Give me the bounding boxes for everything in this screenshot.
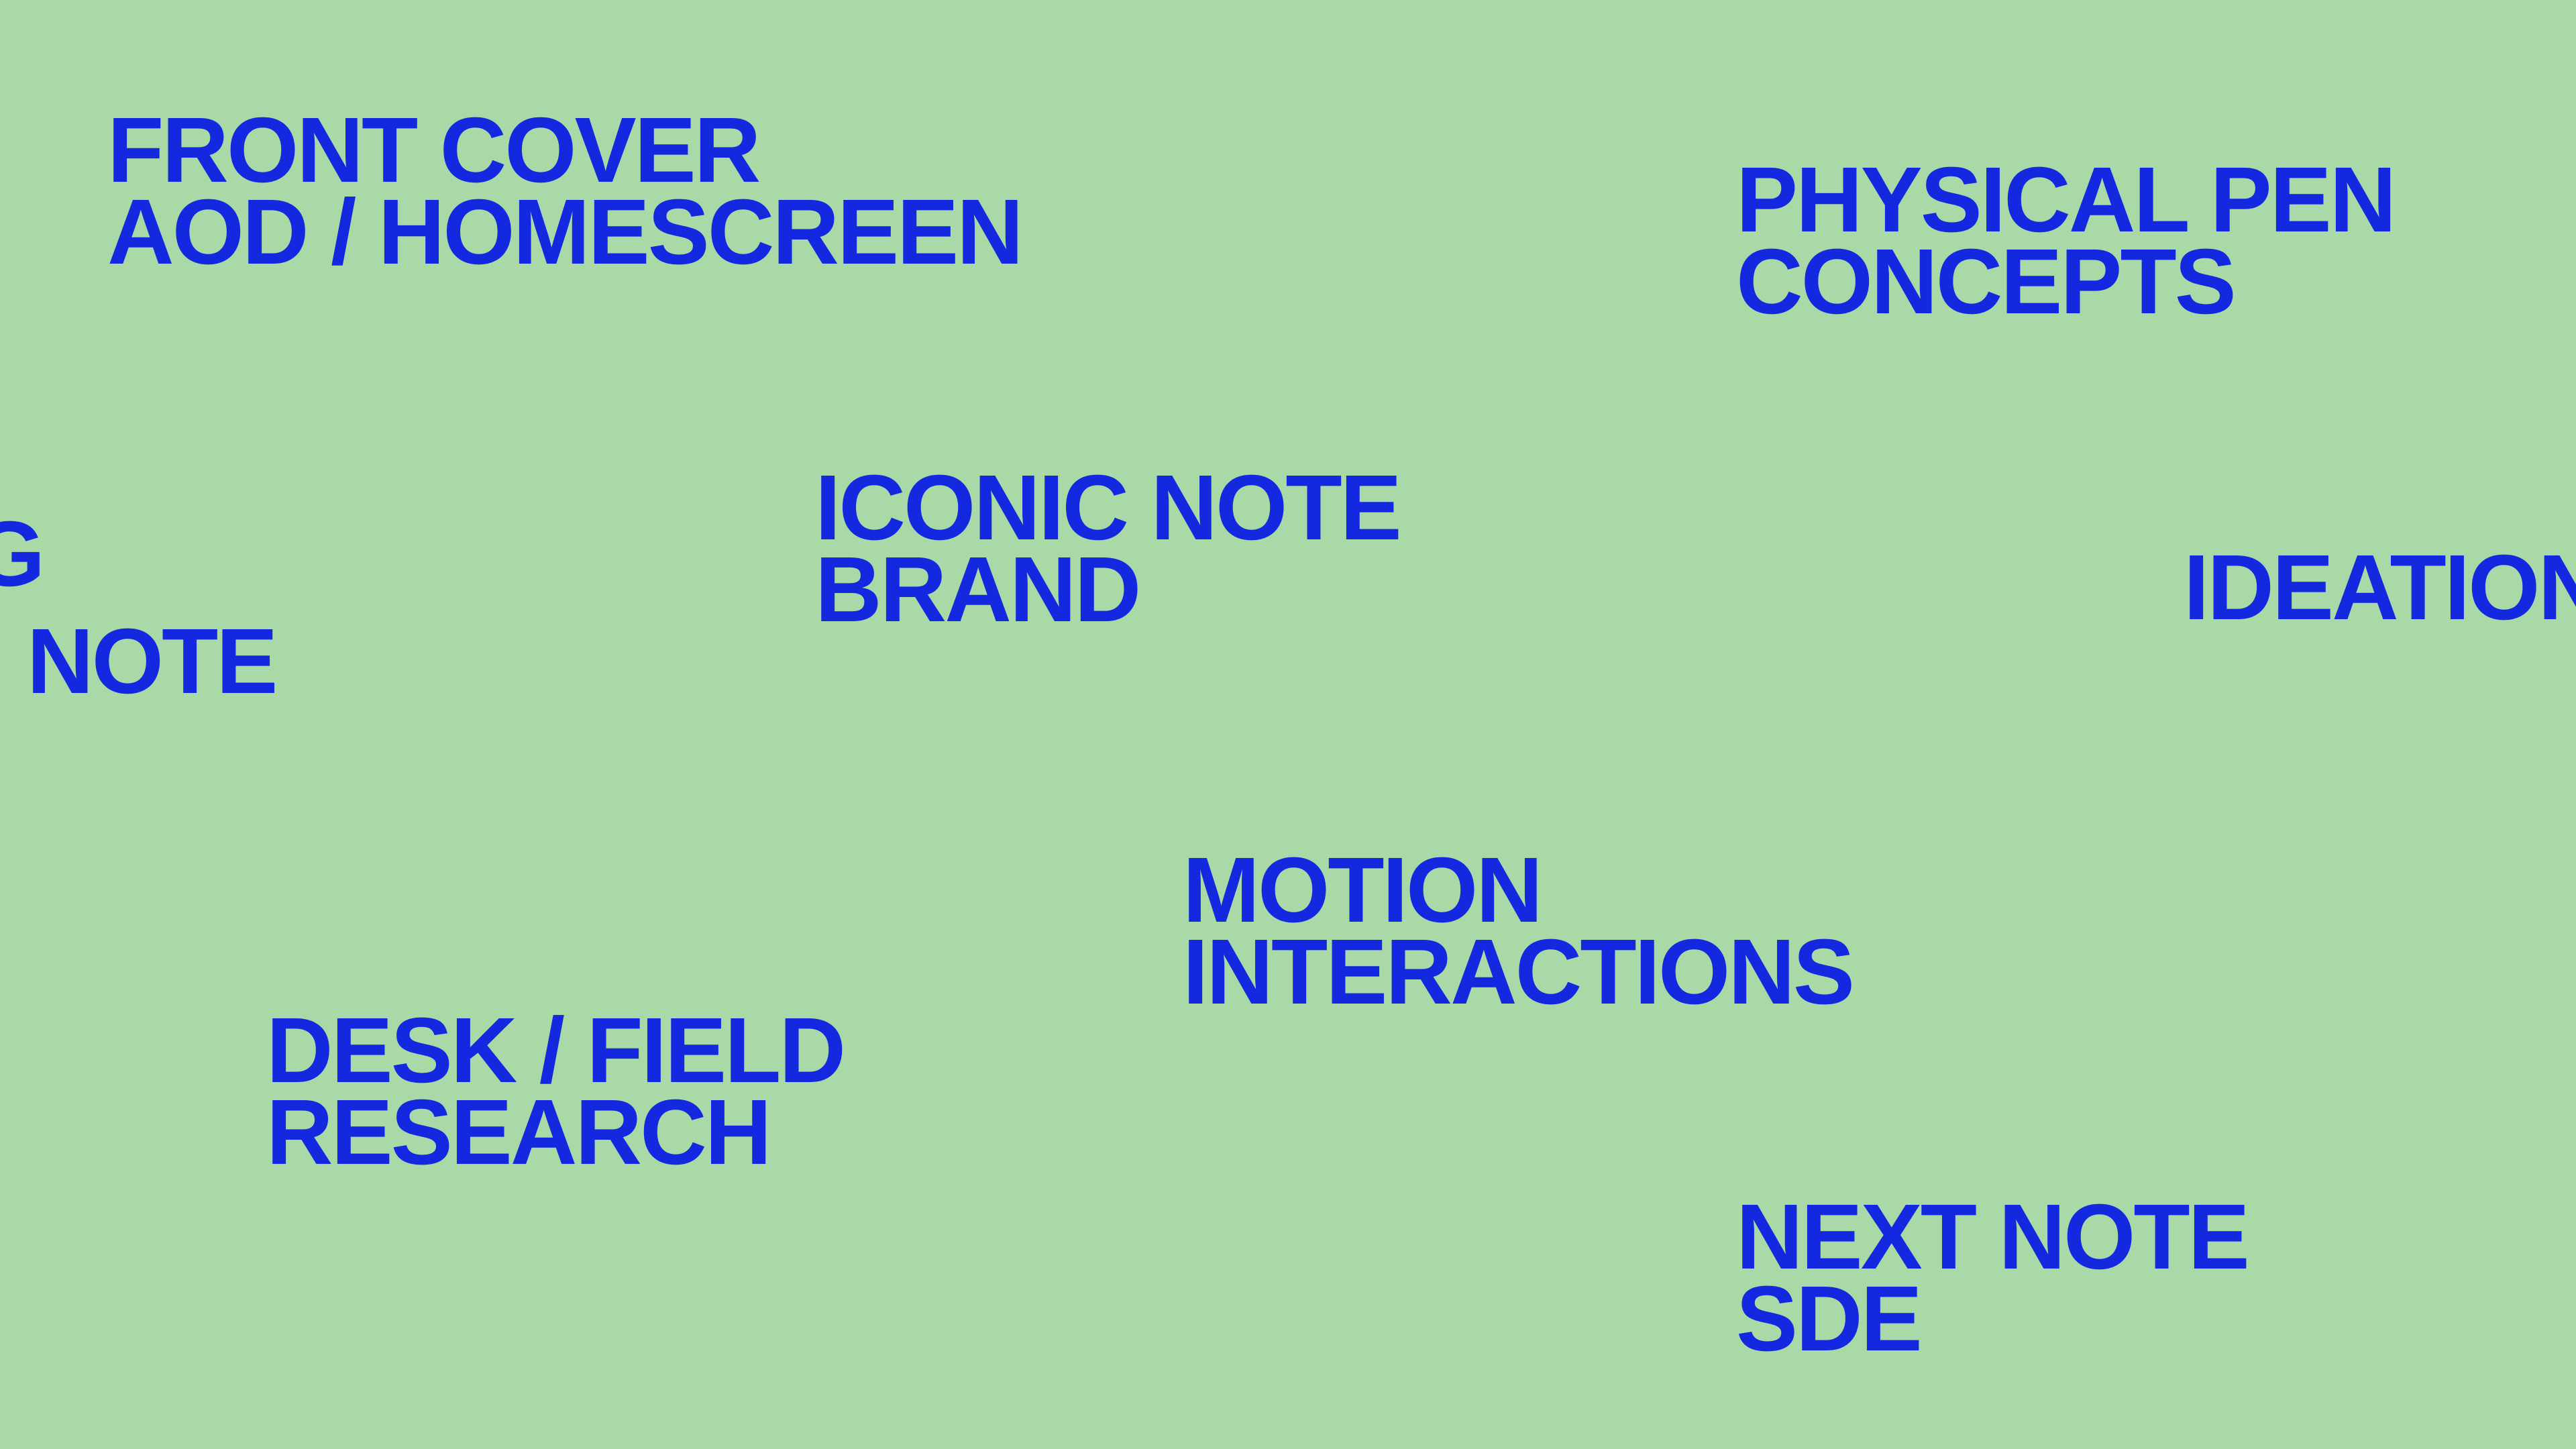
label-ideation: IDEATION	[2184, 536, 2576, 639]
label-motion-line2: INTERACTIONS	[1183, 920, 1855, 1024]
label-motion: MOTION INTERACTIONS	[1183, 839, 1855, 1024]
label-partial-note-line1: NOTE	[27, 610, 278, 713]
label-front-cover-line2: AOD / HOMESCREEN	[107, 180, 1024, 284]
label-ideation-line1: IDEATION	[2184, 536, 2576, 639]
label-desk-field-line1: DESK / FIELD	[266, 999, 846, 1102]
label-physical-pen-line1: PHYSICAL PEN	[1736, 148, 2396, 252]
label-desk-field: DESK / FIELD RESEARCH	[266, 999, 846, 1184]
label-partial-g-line1: G	[0, 502, 45, 606]
label-physical-pen-line2: CONCEPTS	[1736, 230, 2237, 333]
label-partial-note: NOTE	[27, 610, 278, 713]
label-front-cover-line1: FRONT COVER	[107, 99, 761, 202]
label-iconic-note: ICONIC NOTE BRAND	[815, 456, 1402, 641]
label-iconic-note-line1: ICONIC NOTE	[815, 456, 1402, 559]
label-motion-line1: MOTION	[1183, 839, 1543, 942]
label-next-note-line1: NEXT NOTE	[1736, 1185, 2250, 1289]
label-desk-field-line2: RESEARCH	[266, 1081, 771, 1184]
label-iconic-note-line2: BRAND	[815, 538, 1141, 641]
label-front-cover: FRONT COVER AOD / HOMESCREEN	[107, 99, 1024, 284]
label-physical-pen: PHYSICAL PEN CONCEPTS	[1736, 148, 2396, 333]
label-next-note: NEXT NOTE SDE	[1736, 1185, 2250, 1371]
label-partial-g: G	[0, 502, 45, 606]
label-next-note-line2: SDE	[1736, 1267, 1923, 1371]
